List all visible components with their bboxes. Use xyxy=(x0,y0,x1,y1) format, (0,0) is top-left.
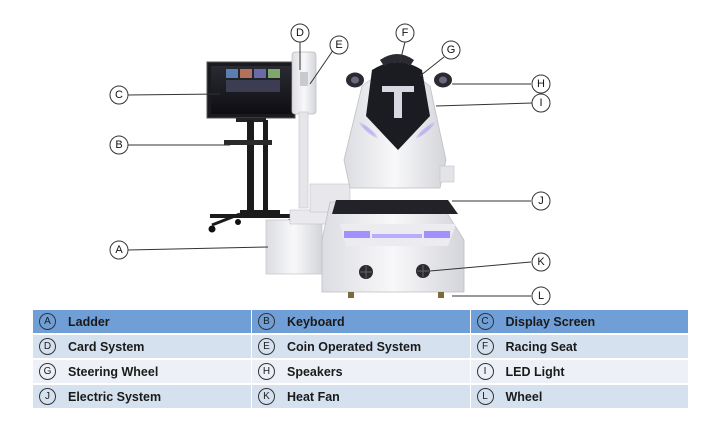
legend-cell: I LED Light xyxy=(470,359,689,385)
legend-label: Card System xyxy=(68,339,145,354)
ladder xyxy=(265,183,351,275)
legend-letter: I xyxy=(476,363,494,380)
legend-label: Keyboard xyxy=(287,314,345,329)
svg-text:F: F xyxy=(402,27,409,39)
legend-row: G Steering Wheel H Speakers I LED Light xyxy=(33,359,689,385)
svg-text:H: H xyxy=(537,78,545,90)
legend-label: Electric System xyxy=(68,389,162,404)
callout-C: C xyxy=(109,85,129,105)
legend-cell: K Heat Fan xyxy=(251,384,471,410)
legend-label: Ladder xyxy=(68,314,110,329)
callout-B: B xyxy=(109,135,129,155)
racing-seat xyxy=(343,54,455,189)
legend-cell: D Card System xyxy=(33,334,252,360)
legend-letter: L xyxy=(476,388,494,405)
legend-label: LED Light xyxy=(505,364,565,379)
legend-cell: H Speakers xyxy=(251,359,471,385)
legend-cell: A Ladder xyxy=(33,310,252,335)
leader-lines xyxy=(127,41,533,297)
legend-letter: H xyxy=(258,363,275,380)
svg-text:K: K xyxy=(537,256,545,268)
legend-cell: J Electric System xyxy=(33,384,252,410)
legend-letter: A xyxy=(39,313,56,330)
keyboard-tray xyxy=(224,140,272,145)
callout-G: G xyxy=(441,40,461,60)
legend-label: Coin Operated System xyxy=(287,339,422,354)
legend-label: Racing Seat xyxy=(505,339,578,354)
legend-label: Heat Fan xyxy=(287,389,340,404)
svg-text:E: E xyxy=(335,39,342,51)
svg-text:A: A xyxy=(115,244,123,256)
legend-label: Display Screen xyxy=(505,314,596,329)
legend-row: D Card System E Coin Operated System F Raci… xyxy=(33,334,689,360)
wheel-left xyxy=(348,292,354,298)
callout-E: E xyxy=(329,35,349,55)
callout-J: J xyxy=(531,191,551,211)
legend-letter: F xyxy=(476,338,494,355)
legend-cell: B Keyboard xyxy=(251,310,471,335)
callout-A: A xyxy=(109,240,129,260)
svg-text:I: I xyxy=(539,97,542,109)
legend-cell: F Racing Seat xyxy=(470,334,689,360)
legend-letter: B xyxy=(258,313,275,330)
callout-F: F xyxy=(395,23,415,43)
legend-letter: C xyxy=(476,313,494,330)
callout-D: D xyxy=(290,23,310,43)
led-light-left xyxy=(357,120,381,141)
coin-pillar xyxy=(291,51,317,209)
svg-text:J: J xyxy=(538,195,544,207)
callout-L: L xyxy=(531,286,551,305)
legend-row: J Electric System K Heat Fan L Wheel xyxy=(33,384,689,410)
legend-row: A Ladder B Keyboard C Display Screen xyxy=(33,310,689,335)
legend-cell: E Coin Operated System xyxy=(251,334,471,360)
svg-text:L: L xyxy=(538,290,544,302)
legend-letter: K xyxy=(258,388,275,405)
svg-text:B: B xyxy=(115,139,122,151)
svg-text:C: C xyxy=(115,89,123,101)
legend-cell: G Steering Wheel xyxy=(33,359,252,385)
callout-K: K xyxy=(531,252,551,272)
led-light-right xyxy=(413,120,437,141)
legend-label: Wheel xyxy=(505,389,543,404)
legend-letter: E xyxy=(258,338,275,355)
display-stand xyxy=(206,61,296,233)
legend-table: A Ladder B Keyboard C Display Screen D Card … xyxy=(33,310,689,410)
wheel-right xyxy=(438,292,444,298)
svg-text:G: G xyxy=(447,44,456,56)
legend-label: Speakers xyxy=(287,364,343,379)
legend-cell: L Wheel xyxy=(470,384,689,410)
speakers xyxy=(346,72,452,88)
legend-letter: J xyxy=(39,388,56,405)
racing-simulator-figure: C B A D E F G H I J K L xyxy=(109,23,551,305)
svg-text:D: D xyxy=(296,27,304,39)
legend-letter: G xyxy=(39,363,56,380)
callout-H: H xyxy=(531,74,551,94)
callout-I: I xyxy=(531,93,551,113)
machine-base xyxy=(321,200,465,298)
legend-cell: C Display Screen xyxy=(470,310,689,335)
legend-letter: D xyxy=(39,338,56,355)
legend-label: Steering Wheel xyxy=(68,364,159,379)
